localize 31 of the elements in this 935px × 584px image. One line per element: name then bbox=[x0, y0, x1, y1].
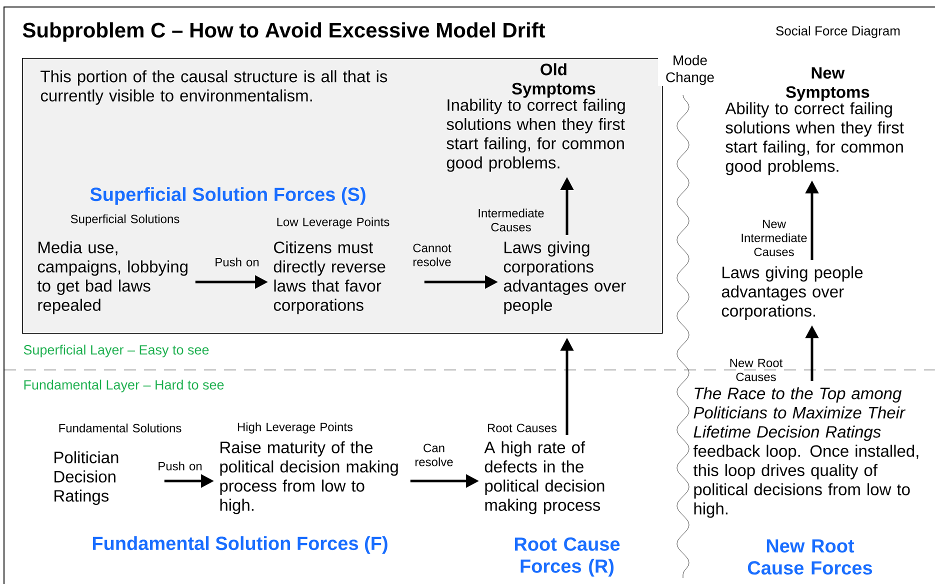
diagram-subtitle: Social Force Diagram bbox=[776, 26, 900, 38]
edge-label: Push on bbox=[216, 258, 259, 266]
layer-label: Superficial Layer – Easy to see bbox=[24, 344, 209, 358]
edge-label: Can resolve bbox=[415, 444, 453, 466]
edge-label: Cannot resolve bbox=[413, 244, 452, 266]
cause-text: Raise maturity of the political decision making process from low to high. bbox=[220, 441, 398, 514]
cause-text: The Race to the Top among Politicians to Maximize Their Lifetime Decision Ratings feedback loop. Once installed, this loop drives quality of political decisions from low to high. bbox=[693, 387, 918, 518]
cause-text: Laws giving people advantages over corporations. bbox=[722, 266, 863, 320]
force-heading: Fundamental Solution Forces (F) bbox=[92, 536, 388, 554]
category-label: New Root Causes bbox=[730, 358, 783, 382]
title: Subproblem C – How to Avoid Excessive Model Drift bbox=[22, 22, 546, 42]
cause-text: A high rate of defects in the political decision making process bbox=[484, 441, 604, 514]
category-label: Intermediate Causes bbox=[478, 208, 544, 232]
cause-text: Laws giving corporations advantages over people bbox=[504, 241, 626, 314]
category-label: Superficial Solutions bbox=[70, 214, 180, 226]
category-label: Fundamental Solutions bbox=[59, 424, 182, 432]
category-label: Low Leverage Points bbox=[277, 217, 390, 229]
cause-text: Media use, campaigns, lobbying to get bad laws repealed bbox=[37, 241, 188, 314]
category-label: Root Causes bbox=[488, 424, 557, 432]
cause-text: New Symptoms Ability to correct failing solutions when they first start failing, for common good problems. bbox=[725, 67, 904, 176]
edge-label: Push on bbox=[158, 462, 202, 470]
force-heading: Root Cause Forces (R) bbox=[514, 537, 620, 577]
cause-text: Politician Decision Ratings bbox=[54, 451, 118, 505]
force-heading: Superficial Solution Forces (S) bbox=[90, 187, 366, 205]
layer-label: Fundamental Layer – Hard to see bbox=[24, 380, 224, 392]
mode-change-label: Mode Change bbox=[658, 54, 722, 86]
category-label: High Leverage Points bbox=[238, 422, 353, 434]
category-label: New Intermediate Causes bbox=[742, 220, 807, 256]
cause-text: Old Symptoms Inability to correct failing solutions when they first start failing, for common good problems. bbox=[446, 63, 625, 172]
cause-text: Citizens must directly reverse laws that favor corporations bbox=[274, 241, 386, 314]
force-heading: New Root Cause Forces bbox=[748, 539, 872, 575]
